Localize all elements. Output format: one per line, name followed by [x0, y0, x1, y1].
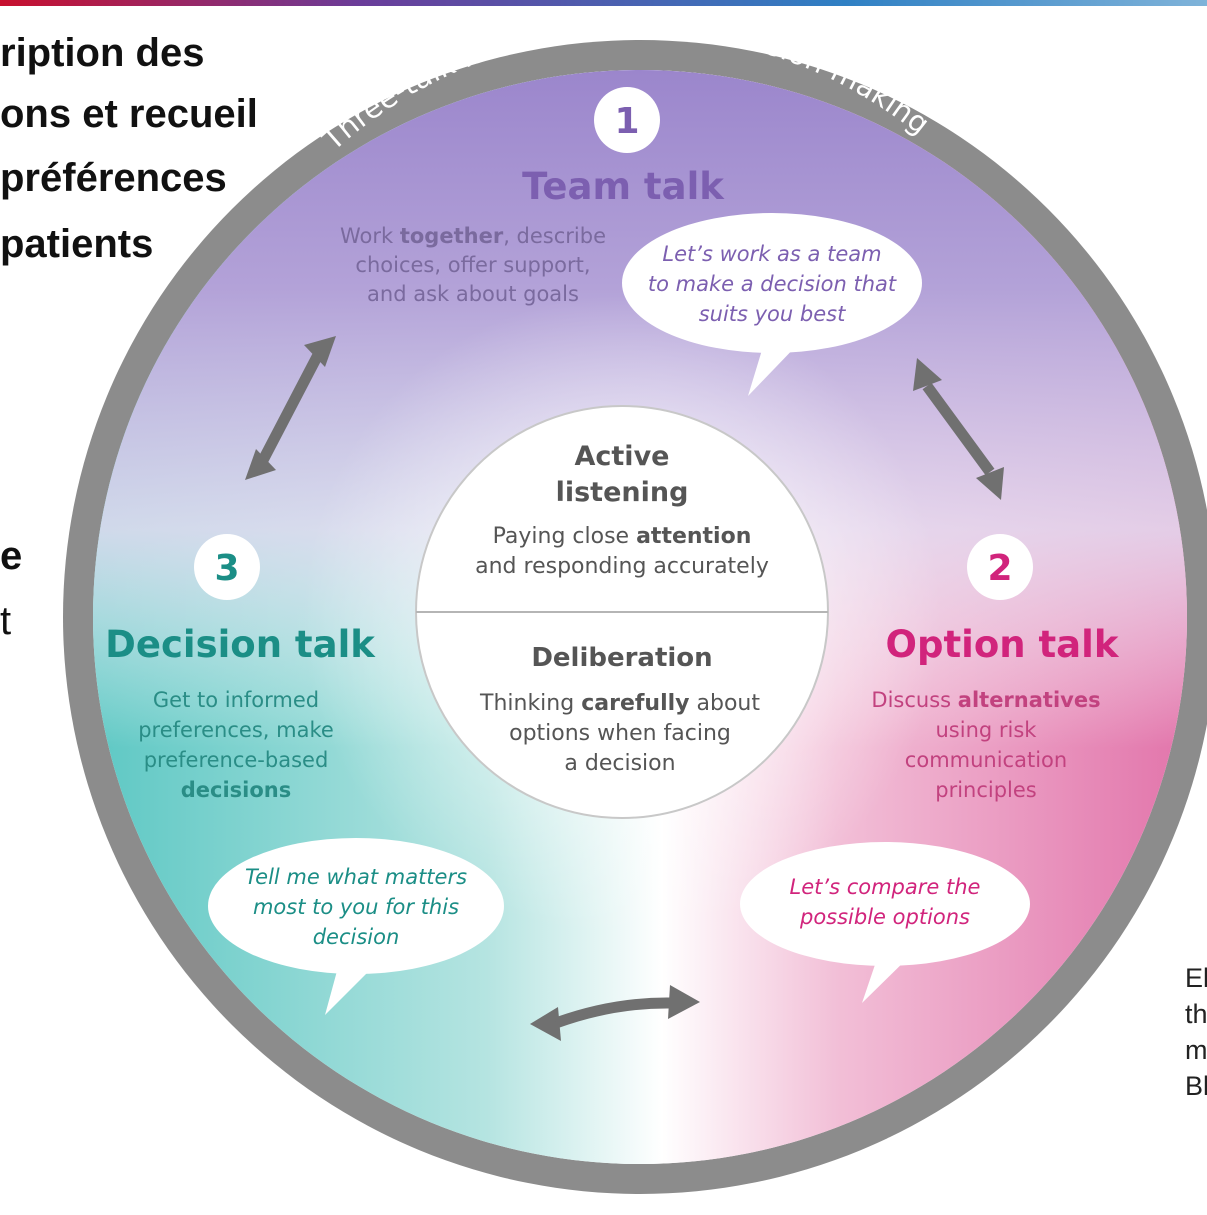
team-talk-description: Work together, describe choices, offer su…: [340, 224, 606, 306]
slide-side-fragment-1: e: [0, 534, 23, 578]
deliberation-description-line: options when facing: [509, 721, 731, 746]
svg-text:2: 2: [987, 548, 1012, 589]
option-talk-description-segment: using risk: [936, 718, 1038, 742]
decision-talk-number-badge: 3: [194, 534, 260, 600]
team-talk-speech-text-line: Let’s work as a team: [662, 242, 881, 266]
option-talk-description: Discuss alternatives using risk communicat…: [871, 688, 1100, 802]
deliberation-title: Deliberation: [531, 643, 712, 673]
team-talk-speech-text-line: to make a decision that: [648, 272, 897, 296]
team-talk-description-segment: , describe: [503, 224, 606, 248]
decision-talk-title: Decision talk: [105, 623, 376, 666]
decision-talk-description-segment: preference-based: [144, 748, 329, 772]
slide-heading-line-4: patients: [0, 222, 154, 266]
decision-talk-description-line: preference-based: [144, 748, 329, 772]
option-talk-description-line: using risk: [936, 718, 1038, 742]
option-talk-number-badge: 2: [967, 534, 1033, 600]
option-talk-description-line: principles: [935, 778, 1037, 802]
slide-side-fragment-2: t: [0, 599, 12, 643]
option-talk-speech-bubble: [740, 842, 1030, 1003]
team-talk-description-segment: Work: [340, 224, 400, 248]
svg-text:1: 1: [614, 101, 639, 142]
decision-talk-description-line: preferences, make: [138, 718, 334, 742]
option-talk-description-segment: alternatives: [958, 688, 1101, 712]
active-listening-description: Paying close attention and responding acc…: [475, 524, 769, 579]
arrow-team-option: [913, 358, 1004, 500]
deliberation-description-segment: carefully: [581, 691, 689, 716]
decision-talk-speech-text-line: decision: [313, 925, 400, 949]
deliberation-description-segment: about: [690, 691, 761, 716]
deliberation-description: Thinking carefully about options when fac…: [479, 691, 760, 776]
option-talk-description-segment: principles: [935, 778, 1037, 802]
active-listening-description-segment: Paying close: [493, 524, 636, 549]
team-talk-number-badge: 1: [594, 87, 660, 153]
option-talk-description-segment: communication: [905, 748, 1067, 772]
deliberation-description-segment: a decision: [564, 751, 675, 776]
arrow-team-decision: [245, 336, 336, 480]
team-talk-description-line: Work together, describe: [340, 224, 606, 248]
team-talk-speech-bubble: [622, 213, 922, 396]
active-listening-description-segment: and responding accurately: [475, 554, 769, 579]
arrow-decision-option: [530, 985, 700, 1041]
decision-talk-description-segment: decisions: [181, 778, 292, 802]
team-talk-description-segment: and ask about goals: [367, 282, 579, 306]
option-talk-speech-text-line: possible options: [799, 905, 970, 929]
deliberation-description-line: a decision: [564, 751, 675, 776]
decision-talk-speech-text-line: Tell me what matters: [245, 865, 467, 889]
team-talk-speech-text-line: suits you best: [699, 302, 846, 326]
option-talk-title: Option talk: [886, 623, 1120, 666]
center-circle: [415, 405, 829, 819]
active-listening-description-line: Paying close attention: [493, 524, 752, 549]
decision-talk-speech-text-line: most to you for this: [253, 895, 459, 919]
team-talk-description-segment: choices, offer support,: [355, 253, 590, 277]
decision-talk-description-line: decisions: [181, 778, 292, 802]
decision-talk-description: Get to informed preferences, make preferen…: [138, 688, 334, 802]
svg-text:3: 3: [214, 548, 239, 589]
slide-heading-line-3: préférences: [0, 156, 227, 200]
citation-line-1: El: [1185, 963, 1207, 993]
option-talk-description-line: Discuss alternatives: [871, 688, 1100, 712]
decision-talk-description-segment: preferences, make: [138, 718, 334, 742]
active-listening-title: Active listening: [556, 441, 689, 508]
active-listening-title-line: Active: [575, 441, 670, 472]
citation-line-4: Bl: [1185, 1071, 1207, 1101]
option-talk-description-line: communication: [905, 748, 1067, 772]
option-talk-speech-text-line: Let’s compare the: [790, 875, 981, 899]
decision-talk-description-segment: Get to informed: [153, 688, 319, 712]
deliberation-description-line: Thinking carefully about: [479, 691, 760, 716]
slide-heading-line-2: ons et recueil: [0, 92, 258, 136]
decision-talk-description-line: Get to informed: [153, 688, 319, 712]
deliberation-description-segment: Thinking: [479, 691, 581, 716]
citation-line-3: m: [1185, 1035, 1207, 1065]
slide-top-strip: [0, 0, 1207, 6]
active-listening-title-line: listening: [556, 477, 689, 508]
team-talk-speech-text: Let’s work as a team to make a decision t…: [648, 242, 897, 326]
citation-line-2: th: [1185, 999, 1207, 1029]
team-talk-description-line: and ask about goals: [367, 282, 579, 306]
active-listening-description-line: and responding accurately: [475, 554, 769, 579]
option-talk-speech-text: Let’s compare the possible options: [790, 875, 981, 929]
slide-heading-line-1: ription des: [0, 31, 205, 75]
team-talk-description-line: choices, offer support,: [355, 253, 590, 277]
deliberation-description-segment: options when facing: [509, 721, 731, 746]
team-talk-description-segment: together: [400, 224, 504, 248]
option-talk-description-segment: Discuss: [871, 688, 957, 712]
active-listening-description-segment: attention: [636, 524, 751, 549]
decision-talk-speech-text: Tell me what matters most to you for this…: [245, 865, 467, 949]
decision-talk-speech-bubble: [208, 838, 504, 1015]
team-talk-title: Team talk: [522, 165, 725, 208]
